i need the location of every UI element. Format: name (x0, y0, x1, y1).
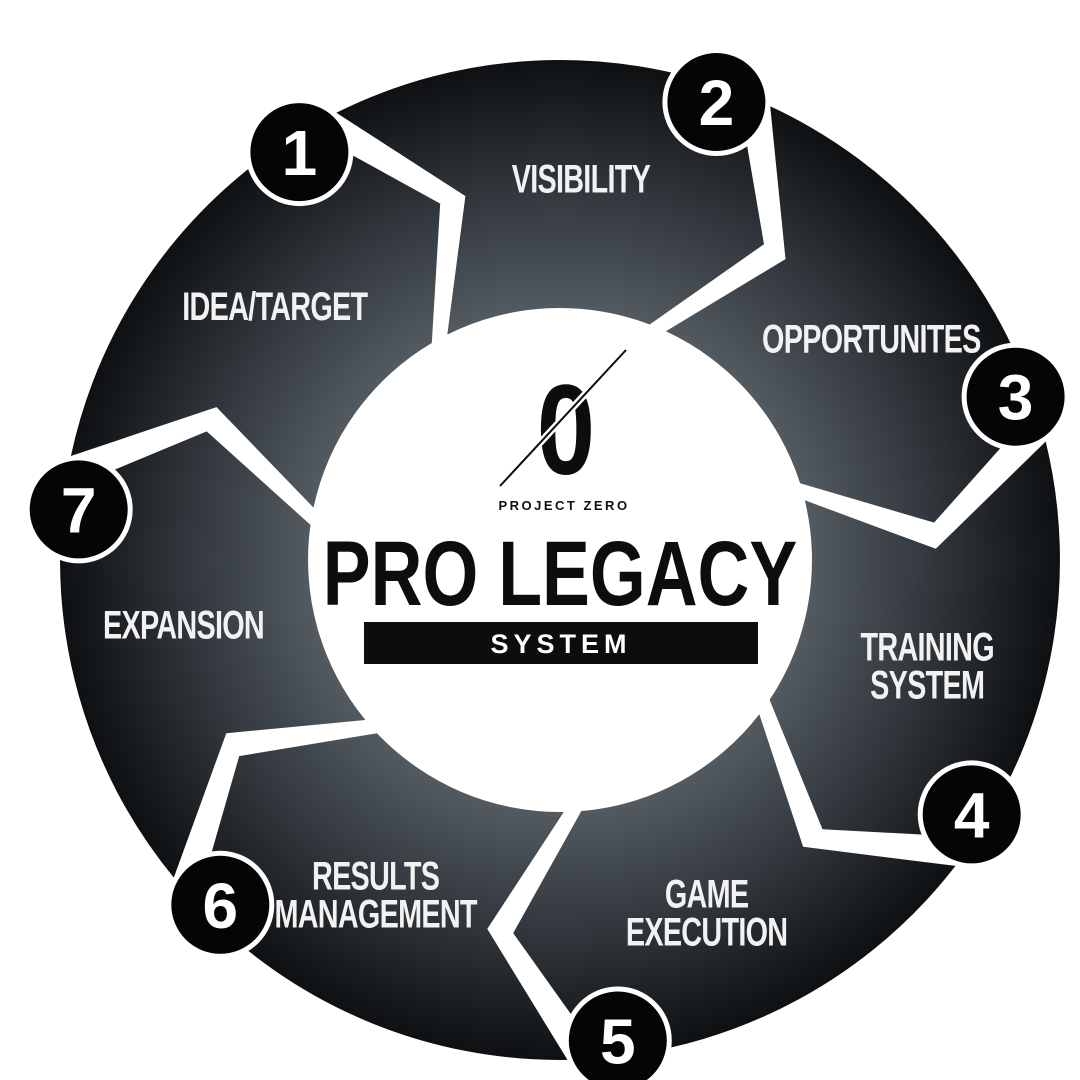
segment-7 (60, 431, 366, 878)
logo-slash-line (499, 349, 627, 487)
main-title: PRO LEGACY (323, 522, 797, 625)
segment-3 (665, 106, 1037, 523)
segment-label-line: VISIBILITY (512, 157, 651, 202)
segment-label-line: IDEA/TARGET (182, 284, 368, 329)
segment-label-1: IDEA/TARGET (182, 284, 368, 329)
project-zero-logo: 0 (497, 347, 629, 501)
segment-label-line: EXPANSION (103, 603, 264, 648)
badge-number: 6 (203, 870, 239, 942)
subtitle: SYSTEM (490, 629, 631, 659)
brand-name: PROJECT ZERO (498, 498, 629, 513)
badge-number: 4 (954, 779, 990, 851)
badge-number: 2 (699, 67, 735, 139)
cycle-segments (60, 60, 1060, 1060)
subtitle-bar (364, 622, 758, 664)
logo-zero-glyph: 0 (537, 358, 595, 501)
badge-circle (250, 103, 349, 202)
segment-label-2: VISIBILITY (512, 157, 651, 202)
segment-label-line: OPPORTUNITES (762, 317, 981, 362)
segment-6 (196, 733, 568, 1060)
segment-label-line: SYSTEM (870, 663, 984, 708)
step-badge-5: 5 (563, 986, 672, 1080)
step-badge-7: 7 (24, 455, 133, 564)
badge-number: 5 (600, 1006, 636, 1078)
step-badge-2: 2 (662, 48, 771, 156)
badge-circle (922, 765, 1021, 864)
badge-number: 7 (61, 474, 97, 546)
segment-2 (336, 60, 764, 335)
segment-label-line: MANAGEMENT (274, 892, 477, 937)
center-branding: 0 PROJECT ZERO PRO LEGACY SYSTEM (323, 347, 797, 664)
segment-label-line: GAME (665, 872, 748, 917)
segment-5 (513, 714, 956, 1059)
step-badges: 1 2 3 4 5 6 7 (24, 48, 1070, 1080)
badge-number: 1 (282, 117, 318, 189)
badge-circle (171, 855, 270, 954)
segment-1 (70, 129, 441, 508)
step-badge-4: 4 (917, 760, 1026, 869)
badge-number: 3 (998, 362, 1034, 434)
segment-label-line: EXECUTION (626, 910, 787, 955)
segment-label-7: EXPANSION (103, 603, 264, 648)
segment-labels: IDEA/TARGET VISIBILITY OPPORTUNITES TRAININ… (103, 157, 995, 955)
step-badge-3: 3 (961, 342, 1070, 451)
step-badge-6: 6 (166, 850, 275, 959)
segment-4 (769, 441, 1060, 838)
badge-circle (966, 347, 1065, 446)
step-badge-1: 1 (245, 98, 354, 207)
badge-circle (29, 460, 128, 559)
segment-label-line: TRAINING (860, 625, 993, 670)
badge-circle (667, 53, 766, 151)
badge-circle (568, 991, 667, 1080)
segment-label-3: OPPORTUNITES (762, 317, 981, 362)
segment-label-line: RESULTS (312, 854, 439, 899)
